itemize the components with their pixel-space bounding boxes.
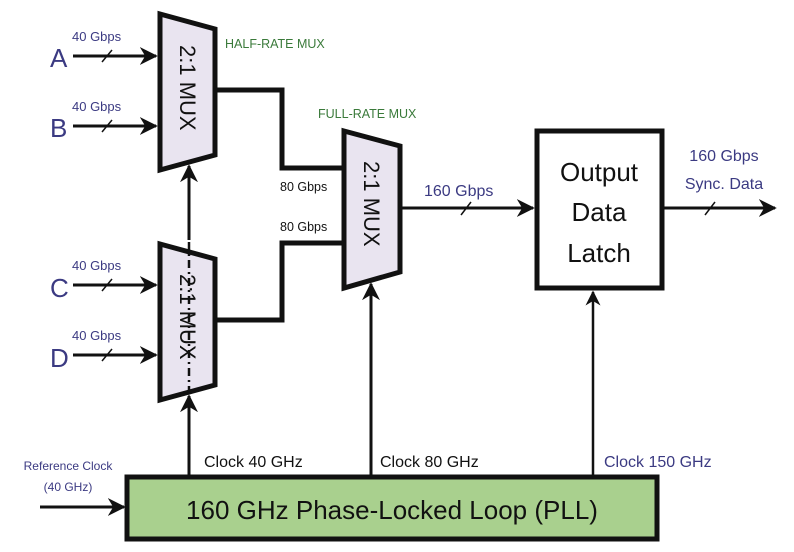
input-a: A 40 Gbps <box>50 29 158 73</box>
input-d-rate: 40 Gbps <box>72 328 122 343</box>
bus-slash-icon <box>704 201 716 216</box>
input-a-rate: 40 Gbps <box>72 29 122 44</box>
half-rate-mux-top-label: 2:1 MUX <box>175 45 200 131</box>
input-b-rate: 40 Gbps <box>72 99 122 114</box>
half-rate-mux-top: 2:1 MUX <box>157 10 218 174</box>
bus-slash-icon <box>101 278 113 292</box>
half-rate-mux-bottom-label: 2:1 MUX <box>175 274 200 360</box>
latch-line-3: Latch <box>567 238 631 268</box>
ref-clock-label-2: (40 GHz) <box>44 480 93 494</box>
bus-slash-icon <box>101 119 113 133</box>
mux-shape <box>341 127 403 292</box>
input-a-label: A <box>50 43 68 73</box>
clock-40-label: Clock 40 GHz <box>204 454 303 471</box>
bus-slash-icon <box>101 348 113 362</box>
input-c-rate: 40 Gbps <box>72 258 122 273</box>
full-rate-output-rate: 160 Gbps <box>424 183 493 200</box>
wire-top-mux-to-full <box>215 87 343 171</box>
mux-shape <box>157 10 218 174</box>
bus-slash-icon <box>101 49 113 63</box>
wire-bottom-mux-to-full <box>215 240 343 323</box>
input-d-label: D <box>50 343 69 373</box>
ref-clock-label-1: Reference Clock <box>24 459 114 473</box>
half-rate-mux-caption: HALF-RATE MUX <box>225 37 325 51</box>
input-d: D 40 Gbps <box>50 328 158 373</box>
output-type-label: Sync. Data <box>685 176 763 193</box>
clock-150-label: Clock 150 GHz <box>604 454 712 471</box>
full-rate-input-top-rate: 80 Gbps <box>280 180 327 194</box>
pll-block: 160 GHz Phase-Locked Loop (PLL) <box>124 474 660 542</box>
pll-box <box>124 474 660 542</box>
clock-80-label: Clock 80 GHz <box>380 454 479 471</box>
pll-label: 160 GHz Phase-Locked Loop (PLL) <box>186 495 598 525</box>
bus-slash-icon <box>460 201 472 216</box>
full-rate-input-bottom-rate: 80 Gbps <box>280 220 327 234</box>
input-c: C 40 Gbps <box>50 258 158 303</box>
output-data-latch: Output Data Latch <box>534 128 665 291</box>
half-rate-mux-bottom: 2:1 MUX <box>157 240 218 404</box>
latch-box <box>534 128 665 291</box>
mux-shape <box>157 240 218 404</box>
output-rate-label: 160 Gbps <box>689 148 758 165</box>
latch-line-2: Data <box>572 197 627 227</box>
full-rate-mux-caption: FULL-RATE MUX <box>318 107 417 121</box>
input-b: B 40 Gbps <box>50 99 158 143</box>
full-rate-mux: 2:1 MUX <box>341 127 403 292</box>
full-rate-mux-label: 2:1 MUX <box>359 161 384 247</box>
input-b-label: B <box>50 113 67 143</box>
input-c-label: C <box>50 273 69 303</box>
latch-line-1: Output <box>560 157 639 187</box>
